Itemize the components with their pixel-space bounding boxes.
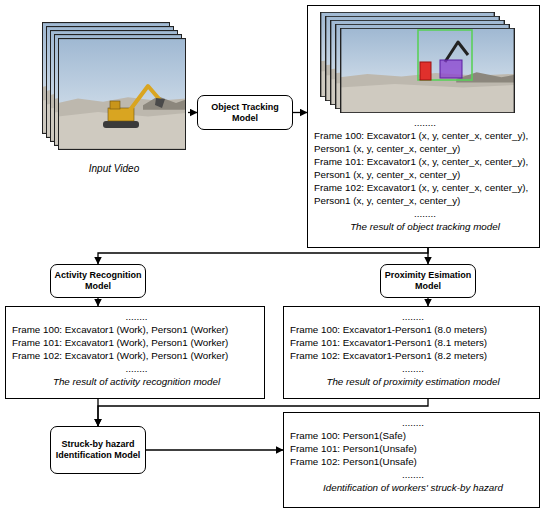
caption-text: Input Video [89,163,139,175]
box-text: Frame 100: Person1(Safe) [290,429,536,442]
box-text: Frame 102: Excavator1-Person1 (8.2 meter… [290,349,536,362]
excavator-bounding-box [418,30,472,80]
box-label: Struck-by hazard Identification Model [53,439,143,461]
video-frame [58,38,186,150]
box-text: ........ [290,362,536,375]
box-text: Frame 101: Person1(Unsafe) [290,442,536,455]
flow-arrow [188,112,197,113]
box-text: ........ [290,416,536,429]
excavator-arm [130,86,160,110]
excavator-mask [440,60,462,78]
box-text: Frame 102: Person1(Unsafe) [290,455,536,468]
flow-arrow [98,248,428,264]
video-input: Input Video [40,20,188,176]
box-text: Frame 102: Excavator1 (x, y, center_x, c… [314,181,536,207]
result-box: ........Frame 100: Excavator1 (Work), Pe… [5,306,265,399]
flow-arrow [427,248,428,264]
caption-text: The result of object tracking model [314,220,536,233]
caption-text: Identification of workers' struck-by haz… [290,481,536,494]
caption-text: The result of proximity estimation model [290,375,536,388]
person-bounding-box [420,62,431,80]
box-text: Frame 100: Excavator1 (Work), Person1 (W… [12,323,261,336]
flow-arrow [97,298,98,306]
box-text: Frame 101: Excavator1 (x, y, center_x, c… [314,155,536,181]
box-text: ........ [12,362,261,375]
excavator-bucket [155,98,165,108]
flow-arrow [293,112,307,113]
result-box: ........Frame 100: Person1(Safe)Frame 10… [283,412,540,508]
excavator-illustration [103,86,165,128]
flow-arrow [146,449,283,450]
box-text: ........ [314,116,536,129]
video-frame [340,28,515,113]
box-label: Activity Recognition Model [53,270,143,292]
excavator-arm [445,42,468,62]
box-text: Frame 100: Excavator1-Person1 (8.0 meter… [290,323,536,336]
tracking-frames [320,12,515,113]
process-box: Activity Recognition Model [50,264,146,298]
box-text: Frame 100: Excavator1 (x, y, center_x, c… [314,129,536,155]
box-text: ........ [290,310,536,323]
caption-text: The result of activity recognition model [12,375,261,388]
result-box: ........Frame 100: Excavator1-Person1 (8… [283,306,540,399]
box-text: Frame 102: Excavator1 (Work), Person1 (W… [12,349,261,362]
box-text: ........ [314,207,536,220]
result-box: ........Frame 100: Excavator1 (x, y, cen… [307,5,540,248]
process-box: Struck-by hazard Identification Model [50,426,146,474]
box-text: Frame 101: Excavator1 (Work), Person1 (W… [12,336,261,349]
flow-arrow [97,399,98,426]
box-text: ........ [290,468,536,481]
flow-arrow [427,298,428,306]
box-text: ........ [12,310,261,323]
excavator-track [103,121,139,128]
process-box: Object Tracking Model [197,95,293,130]
flow-arrow [98,399,428,426]
box-text: Frame 101: Excavator1-Person1 (8.1 meter… [290,336,536,349]
process-box: Proximity Esimation Model [380,264,476,298]
box-label: Object Tracking Model [200,102,290,124]
excavator-cab [110,101,120,109]
input-video-frames [42,22,186,150]
box-label: Proximity Esimation Model [383,270,473,292]
